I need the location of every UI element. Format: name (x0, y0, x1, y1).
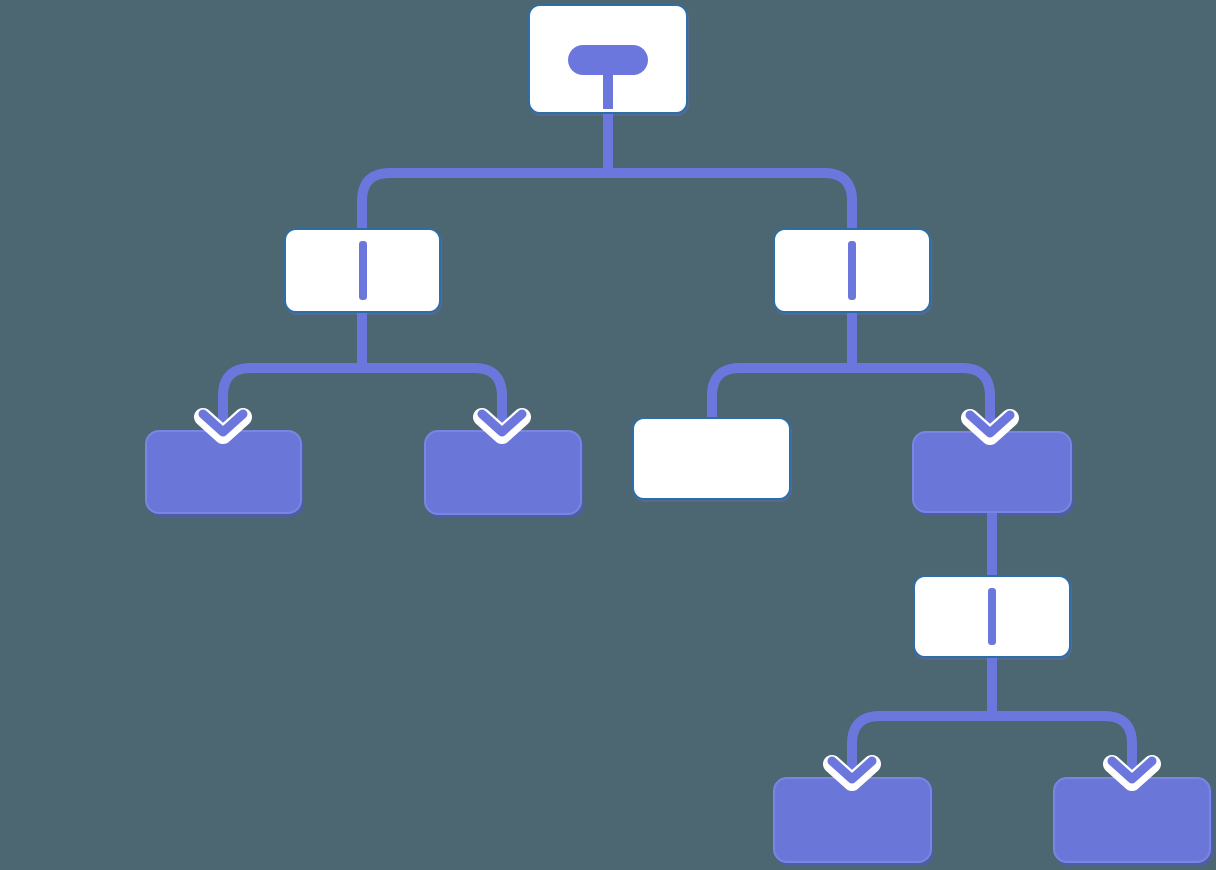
root-pill-stem-icon (603, 73, 613, 109)
node-leaf-right-1[interactable] (912, 431, 1072, 513)
divider-line-icon (988, 588, 996, 645)
node-leaf-sub-2[interactable] (1053, 777, 1211, 863)
node-leaf-left-1[interactable] (145, 430, 302, 514)
root-pill-icon (568, 45, 648, 75)
divider-line-icon (358, 241, 367, 300)
node-root[interactable] (528, 4, 688, 114)
divider-line-icon (848, 241, 856, 300)
node-branch-sub[interactable] (913, 575, 1071, 658)
node-leaf-left-2[interactable] (424, 430, 582, 515)
edge-branch-sub-to-leaves (847, 711, 1137, 777)
node-empty-right[interactable] (632, 417, 791, 500)
node-branch-right[interactable] (773, 228, 931, 313)
node-branch-left[interactable] (284, 228, 441, 313)
edge-branch-left-to-leaves (218, 363, 507, 430)
node-leaf-sub-1[interactable] (773, 777, 932, 863)
edge-root-to-branches (357, 168, 857, 228)
